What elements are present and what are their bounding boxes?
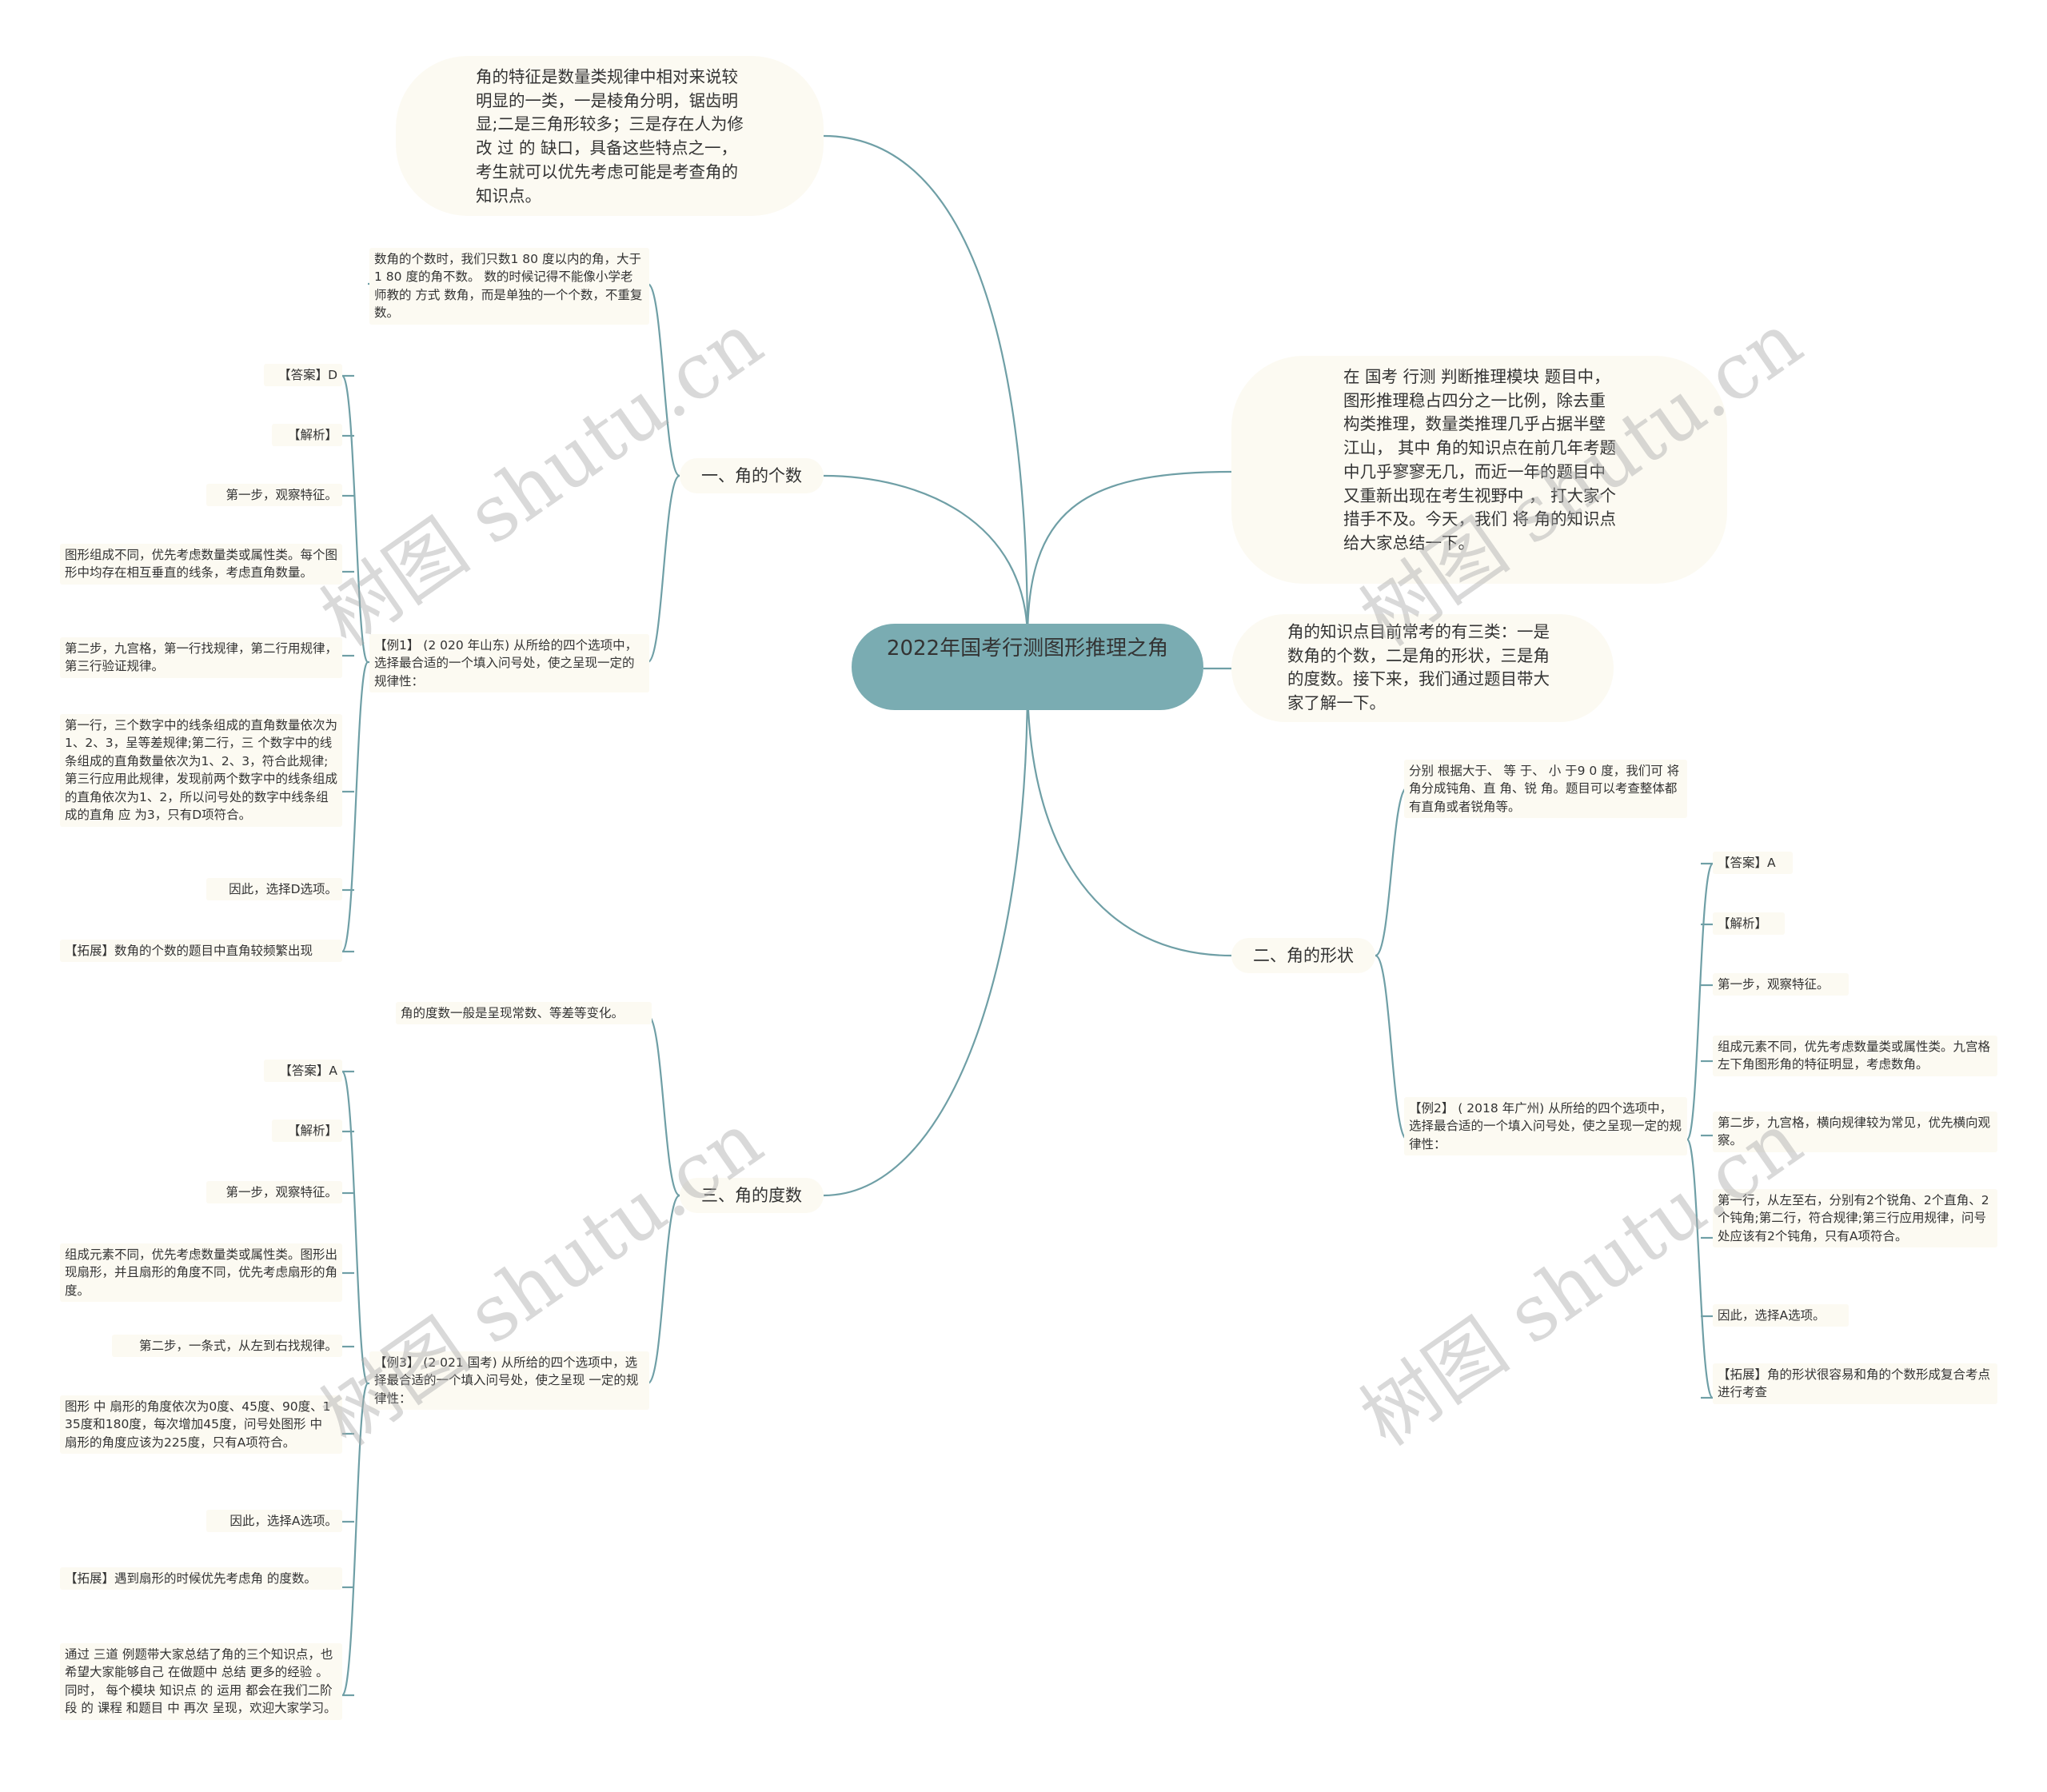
link-root-branch1: [823, 474, 1029, 641]
b2-step-features[interactable]: 组成元素不同，优先考虑数量类或属性类。九宫格左下角图形角的特征明显，考虑数角。: [1713, 1036, 1997, 1076]
b2-step-2[interactable]: 第二步，九宫格，横向规律较为常见，优先横向观察。: [1713, 1112, 1997, 1152]
b3-summary-text: 通过 三道 例题带大家总结了角的三个知识点，也希望大家能够自己 在做题中 总结 …: [65, 1647, 337, 1716]
b2-note[interactable]: 分别 根据大于、 等 于、 小 于9 0 度，我们可 将角分成钝角、直 角、锐 …: [1404, 760, 1687, 819]
b1-step-1[interactable]: 第一步，观察特征。: [206, 484, 342, 507]
link-b3-spine: [341, 1070, 369, 1697]
b1-step-features-text: 图形组成不同，优先考虑数量类或属性类。每个图形中均存在相互垂直的线条，考虑直角数…: [65, 548, 338, 581]
b1-step-conclusion[interactable]: 因此，选择D选项。: [206, 878, 342, 901]
b3-step-2[interactable]: 第二步，一条式，从左到右找规律。: [112, 1335, 342, 1358]
b1-step-1-text: 第一步，观察特征。: [225, 488, 337, 502]
b3-step-detail[interactable]: 图形 中 扇形的角度依次为0度、45度、90度、135度和180度，每次增加45…: [60, 1395, 342, 1455]
link-b3-ticks: [342, 1070, 354, 1697]
b3-step-answer-text: 【答案】A: [279, 1064, 337, 1078]
b2-step-conclusion-text: 因此，选择A选项。: [1718, 1308, 1826, 1323]
link-root-branch2: [1026, 679, 1232, 957]
root-topic-label: 2022年国考行测图形推理之角: [886, 637, 1169, 661]
b1-note-text: 数角的个数时，我们只数1 80 度以内的角，大于 1 80 度的角不数。 数的时…: [374, 252, 643, 321]
b3-summary[interactable]: 通过 三道 例题带大家总结了角的三个知识点，也希望大家能够自己 在做题中 总结 …: [60, 1643, 342, 1720]
b1-step-2-text: 第二步，九宫格，第一行找规律，第二行用规律，第三行验证规律。: [65, 641, 338, 674]
b3-step-answer[interactable]: 【答案】A: [264, 1060, 342, 1083]
root-topic[interactable]: 2022年国考行测图形推理之角: [852, 624, 1203, 710]
b1-step-2[interactable]: 第二步，九宫格，第一行找规律，第二行用规律，第三行验证规律。: [60, 637, 342, 678]
b1-step-features[interactable]: 图形组成不同，优先考虑数量类或属性类。每个图形中均存在相互垂直的线条，考虑直角数…: [60, 544, 342, 585]
b1-step-analysis-text: 【解析】: [287, 428, 337, 442]
branch-angle-degree-label: 三、角的度数: [701, 1186, 802, 1205]
branch-angle-degree[interactable]: 三、角的度数: [680, 1178, 824, 1213]
b2-step-1-text: 第一步，观察特征。: [1718, 977, 1830, 992]
b2-step-analysis[interactable]: 【解析】: [1713, 912, 1785, 936]
b3-step-1-text: 第一步，观察特征。: [225, 1185, 337, 1199]
b3-step-1[interactable]: 第一步，观察特征。: [206, 1181, 342, 1204]
link-b2-spine: [1686, 862, 1714, 1399]
b3-step-2-text: 第二步，一条式，从左到右找规律。: [138, 1339, 337, 1353]
link-b1-note: [368, 282, 680, 477]
b2-extension[interactable]: 【拓展】角的形状很容易和角的个数形成复合考点进行考查: [1713, 1363, 1997, 1404]
b2-note-text: 分别 根据大于、 等 于、 小 于9 0 度，我们可 将角分成钝角、直 角、锐 …: [1409, 764, 1680, 814]
link-b2-ticks: [1701, 862, 1713, 1399]
b2-extension-text: 【拓展】角的形状很容易和角的个数形成复合考点进行考查: [1718, 1367, 1991, 1400]
b1-step-answer-text: 【答案】D: [278, 368, 337, 382]
b2-step-detail[interactable]: 第一行，从左至右，分别有2个锐角、2个直角、2个钝角;第二行，符合规律;第三行应…: [1713, 1189, 1997, 1248]
overview-note-text: 角的知识点目前常考的有三类：一是数角的个数，二是角的形状，三是角的度数。接下来，…: [1287, 622, 1550, 713]
branch-angle-count-label: 一、角的个数: [701, 466, 802, 485]
background-note[interactable]: 在 国考 行测 判断推理模块 题目中， 图形推理稳占四分之一比例，除去重构类推理…: [1231, 356, 1727, 584]
b2-step-analysis-text: 【解析】: [1718, 916, 1768, 931]
b3-extension[interactable]: 【拓展】遇到扇形的时候优先考虑角 的度数。: [60, 1567, 342, 1590]
link-b1-example: [368, 474, 680, 664]
b1-step-conclusion-text: 因此，选择D选项。: [229, 882, 337, 896]
b2-step-answer-text: 【答案】A: [1718, 856, 1776, 870]
b2-example-text: 【例2】 ( 2018 年广州) 从所给的四个选项中，选择最合适的一个填入问号处…: [1409, 1101, 1682, 1151]
b1-example[interactable]: 【例1】 (2 020 年山东) 从所给的四个选项中，选择最合适的一个填入问号处…: [369, 634, 649, 693]
link-b1-ticks: [342, 374, 354, 953]
b2-step-detail-text: 第一行，从左至右，分别有2个锐角、2个直角、2个钝角;第二行，符合规律;第三行应…: [1718, 1193, 1989, 1243]
b1-extension[interactable]: 【拓展】数角的个数的题目中直角较频繁出现: [60, 940, 342, 963]
feature-note[interactable]: 角的特征是数量类规律中相对来说较明显的一类，一是棱角分明，锯齿明显;二是三角形较…: [396, 56, 824, 216]
branch-angle-shape[interactable]: 二、角的形状: [1231, 938, 1375, 973]
b3-step-features-text: 组成元素不同，优先考虑数量类或属性类。图形出现扇形，并且扇形的角度不同，优先考虑…: [65, 1247, 338, 1298]
b3-step-analysis-text: 【解析】: [287, 1123, 337, 1138]
b2-step-1[interactable]: 第一步，观察特征。: [1713, 973, 1849, 996]
branch-angle-shape-label: 二、角的形状: [1253, 946, 1354, 965]
b2-example[interactable]: 【例2】 ( 2018 年广州) 从所给的四个选项中，选择最合适的一个填入问号处…: [1404, 1097, 1687, 1156]
link-root-feature: [823, 134, 1029, 641]
b1-step-analysis[interactable]: 【解析】: [272, 424, 342, 447]
b3-example-text: 【例3】 (2 021 国考) 从所给的四个选项中，选择最合适的一个填入问号处，…: [374, 1355, 639, 1406]
b1-step-detail-text: 第一行，三个数字中的线条组成的直角数量依次为1、2、3，呈等差规律;第二行，三 …: [65, 718, 338, 823]
b1-example-text: 【例1】 (2 020 年山东) 从所给的四个选项中，选择最合适的一个填入问号处…: [374, 638, 638, 688]
b3-step-conclusion[interactable]: 因此，选择A选项。: [206, 1510, 342, 1533]
b3-step-features[interactable]: 组成元素不同，优先考虑数量类或属性类。图形出现扇形，并且扇形的角度不同，优先考虑…: [60, 1243, 342, 1303]
b3-step-conclusion-text: 因此，选择A选项。: [229, 1514, 337, 1528]
link-b3-example: [368, 1194, 680, 1385]
link-root-branch3: [823, 679, 1029, 1197]
b2-step-answer[interactable]: 【答案】A: [1713, 852, 1793, 875]
b1-extension-text: 【拓展】数角的个数的题目中直角较频繁出现: [65, 944, 313, 958]
b2-step-conclusion[interactable]: 因此，选择A选项。: [1713, 1304, 1849, 1327]
b3-note[interactable]: 角的度数一般是呈现常数、等差等变化。: [396, 1002, 652, 1025]
b1-step-answer[interactable]: 【答案】D: [264, 364, 342, 387]
background-note-text: 在 国考 行测 判断推理模块 题目中， 图形推理稳占四分之一比例，除去重构类推理…: [1343, 367, 1617, 553]
b3-step-detail-text: 图形 中 扇形的角度依次为0度、45度、90度、135度和180度，每次增加45…: [65, 1399, 331, 1450]
b1-note[interactable]: 数角的个数时，我们只数1 80 度以内的角，大于 1 80 度的角不数。 数的时…: [369, 248, 649, 325]
link-b2-example: [1375, 954, 1687, 1141]
b1-step-detail[interactable]: 第一行，三个数字中的线条组成的直角数量依次为1、2、3，呈等差规律;第二行，三 …: [60, 714, 342, 827]
b2-step-2-text: 第二步，九宫格，横向规律较为常见，优先横向观察。: [1718, 1116, 1991, 1148]
link-b1-spine: [341, 374, 369, 953]
b3-extension-text: 【拓展】遇到扇形的时候优先考虑角 的度数。: [65, 1571, 317, 1586]
branch-angle-count[interactable]: 一、角的个数: [680, 458, 824, 493]
b3-step-analysis[interactable]: 【解析】: [272, 1120, 342, 1143]
b3-example[interactable]: 【例3】 (2 021 国考) 从所给的四个选项中，选择最合适的一个填入问号处，…: [369, 1351, 649, 1411]
link-b2-note: [1375, 786, 1687, 957]
overview-note[interactable]: 角的知识点目前常考的有三类：一是数角的个数，二是角的形状，三是角的度数。接下来，…: [1231, 614, 1614, 722]
feature-note-text: 角的特征是数量类规律中相对来说较明显的一类，一是棱角分明，锯齿明显;二是三角形较…: [476, 67, 744, 206]
b3-note-text: 角的度数一般是呈现常数、等差等变化。: [401, 1006, 624, 1020]
link-root-background: [1026, 470, 1232, 641]
b2-step-features-text: 组成元素不同，优先考虑数量类或属性类。九宫格左下角图形角的特征明显，考虑数角。: [1718, 1040, 1991, 1072]
